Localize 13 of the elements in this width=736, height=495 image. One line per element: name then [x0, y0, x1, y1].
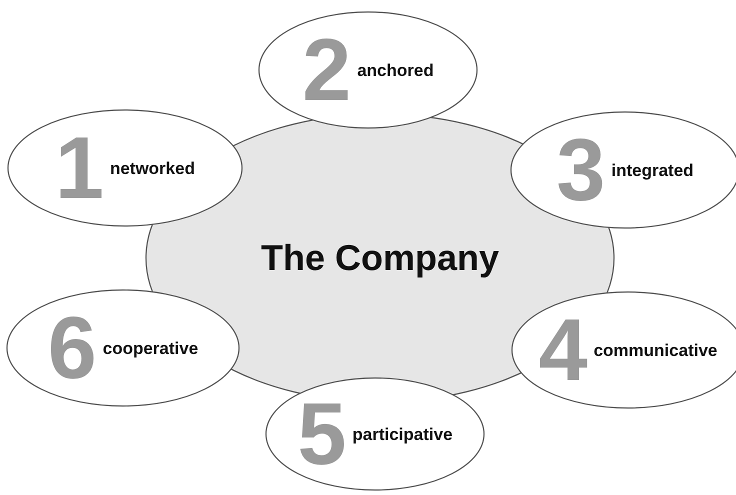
step-number: 1 — [55, 124, 104, 212]
center-label: The Company — [260, 237, 500, 279]
step-number: 4 — [538, 306, 588, 394]
node-label: anchored — [357, 62, 434, 78]
node-label: communicative — [594, 342, 718, 358]
step-number: 5 — [297, 390, 346, 478]
node-label: cooperative — [102, 340, 198, 356]
node-label: integrated — [611, 162, 694, 178]
node-label: participative — [352, 426, 453, 442]
step-number: 2 — [302, 26, 352, 114]
step-number: 6 — [48, 304, 97, 392]
step-number: 3 — [556, 126, 606, 214]
node-label: networked — [110, 160, 195, 176]
